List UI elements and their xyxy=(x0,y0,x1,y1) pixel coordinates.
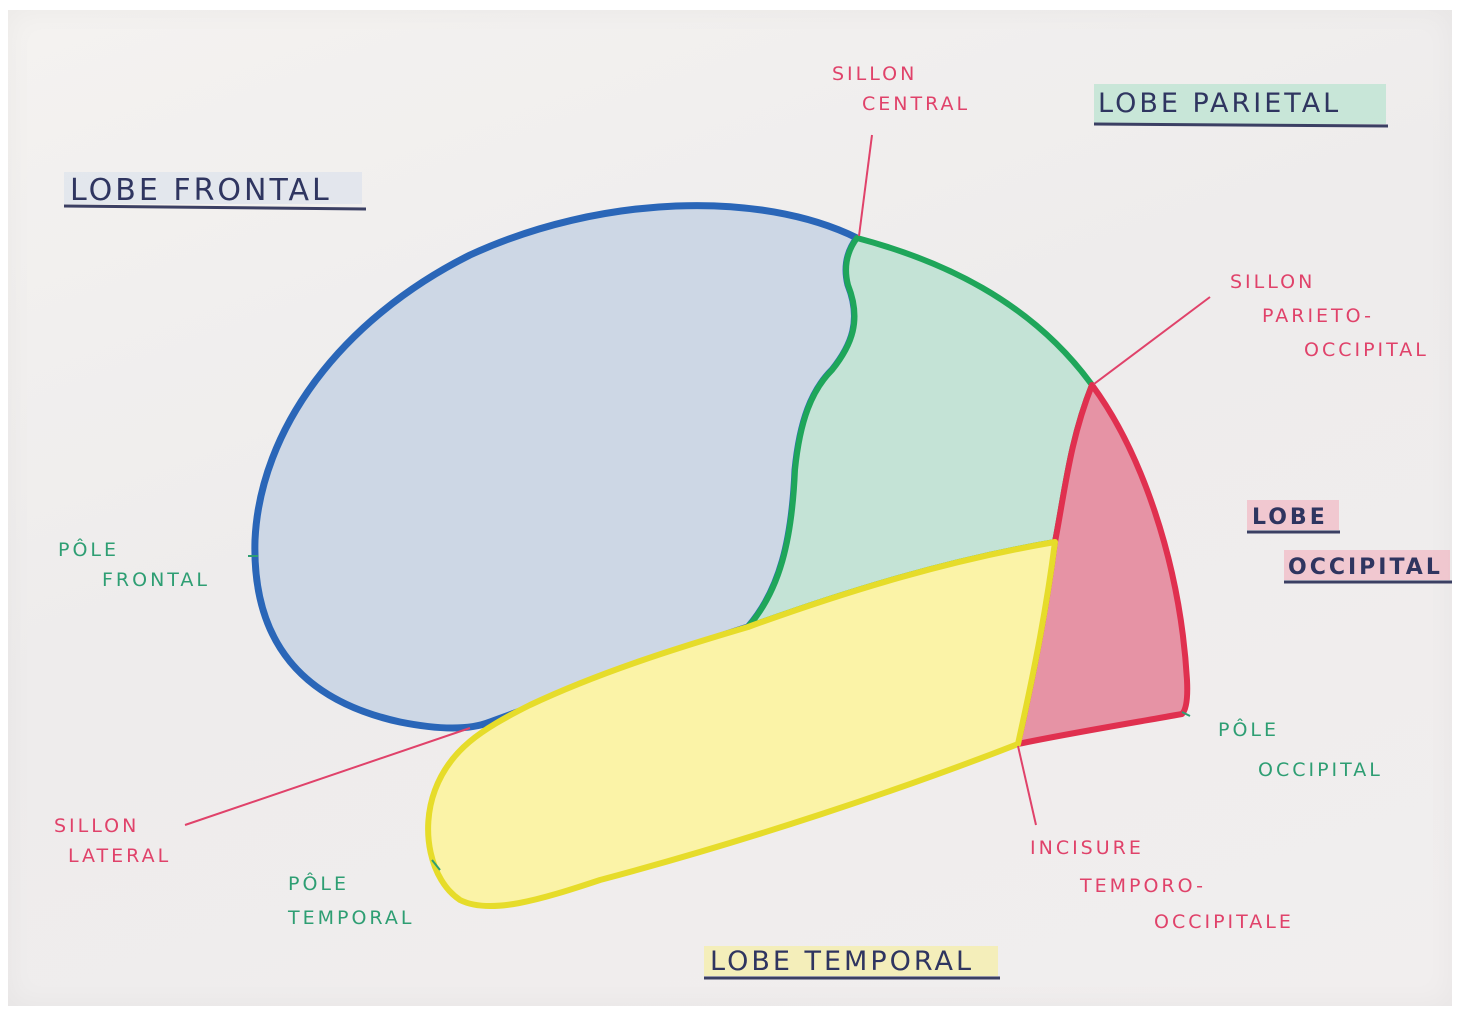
central-sulcus-label-line1: SILLON xyxy=(832,63,917,85)
temporal-pole-label-line1: PÔLE xyxy=(288,871,349,895)
parieto-occipital-label-line2: PARIETO- xyxy=(1262,305,1374,327)
frontal-pole-label-line2: FRONTAL xyxy=(102,569,210,591)
parietal-lobe-title: LOBE PARIETAL xyxy=(1098,88,1341,119)
temporo-occipital-label-line1: INCISURE xyxy=(1030,837,1144,859)
central-sulcus-pointer xyxy=(859,135,872,236)
frontal-pole-label-line1: PÔLE xyxy=(58,537,119,561)
occipital-lobe-title-line1: LOBE xyxy=(1252,505,1328,530)
central-sulcus-label-line2: CENTRAL xyxy=(862,93,970,115)
occipital-pole-label-line2: OCCIPITAL xyxy=(1258,759,1383,781)
temporo-occipital-pointer xyxy=(1018,746,1036,825)
parieto-occipital-label-line1: SILLON xyxy=(1230,271,1315,293)
temporal-pole-label-line2: TEMPORAL xyxy=(287,907,414,929)
parieto-occipital-label-line3: OCCIPITAL xyxy=(1304,339,1429,361)
temporo-occipital-label-line2: TEMPORO- xyxy=(1079,875,1206,897)
occipital-pole-label-line1: PÔLE xyxy=(1218,717,1279,741)
temporal-lobe-title: LOBE TEMPORAL xyxy=(710,946,974,977)
parietal-title-underline xyxy=(1094,124,1388,126)
lateral-sulcus-label-line2: LATERAL xyxy=(68,845,171,867)
temporo-occipital-label-line3: OCCIPITALE xyxy=(1154,911,1294,933)
occipital-lobe-title-line2: OCCIPITAL xyxy=(1288,555,1443,580)
lateral-sulcus-label-line1: SILLON xyxy=(54,815,139,837)
parieto-occipital-pointer xyxy=(1094,297,1210,384)
frontal-lobe-title: LOBE FRONTAL xyxy=(70,173,332,208)
